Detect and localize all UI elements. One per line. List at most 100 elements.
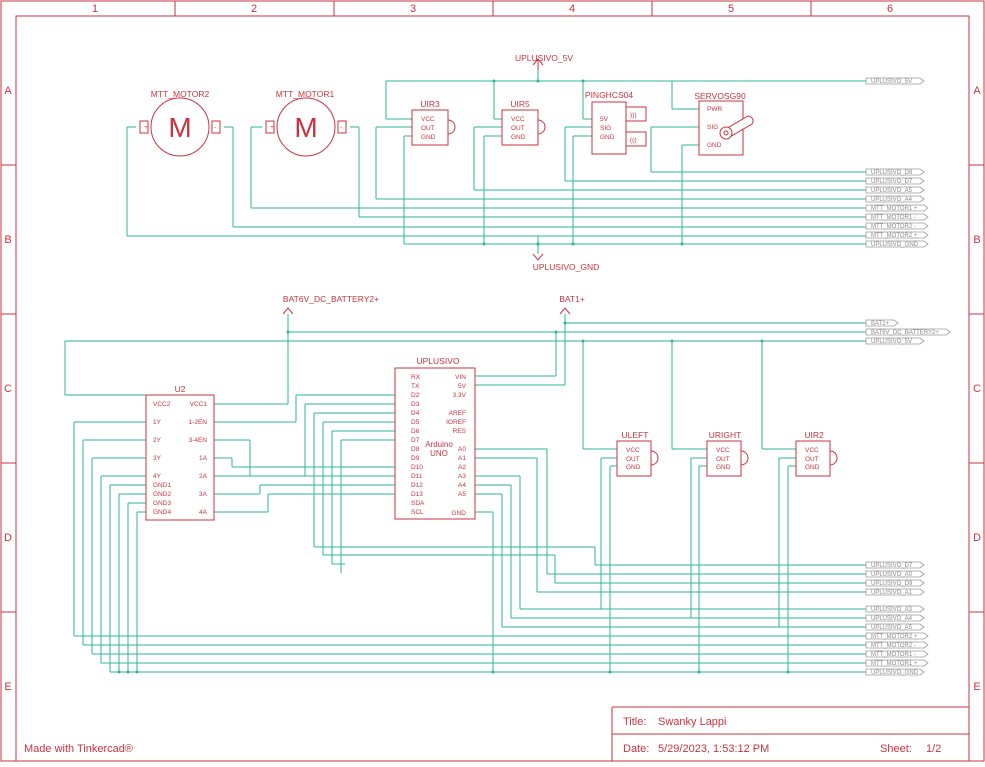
pin-label: VCC1 xyxy=(190,401,208,408)
top-wires xyxy=(126,70,866,254)
pin-label: VCC2 xyxy=(153,401,171,408)
pin-label: GND xyxy=(600,134,615,141)
row-label: B xyxy=(4,234,11,246)
pin-label: OUT xyxy=(626,456,640,463)
uno-pin-label: A3 xyxy=(458,473,466,480)
net-port: UPLUSIVO_A0 xyxy=(865,570,925,578)
net-gnd-top: UPLUSIVO_GND xyxy=(532,253,600,272)
motor-2: MTT_MOTOR2 M + - xyxy=(139,89,221,157)
net-label: UPLUSIVO_GND xyxy=(533,262,600,272)
uno-pin-label: D4 xyxy=(411,410,420,417)
net-port: UPLUSIVO_A3 xyxy=(865,605,925,613)
pin-label: + xyxy=(144,124,148,131)
arduino-uno: UPLUSIVO RXTXD2D3D4D5D6D7D8D9D10D11D12D1… xyxy=(394,356,476,520)
uno-pin-label: A1 xyxy=(458,455,466,462)
part-name: U2 xyxy=(175,384,186,394)
port-label: MTT_MOTOR2 - xyxy=(871,224,916,230)
pin-label: OUT xyxy=(716,456,730,463)
net-port: UPLUSIVO_A4 xyxy=(865,195,925,203)
port-label: MTT_MOTOR2 - xyxy=(871,643,916,649)
uno-pin-label: D10 xyxy=(411,464,423,471)
uno-pin-label: D2 xyxy=(411,392,420,399)
col-label: 1 xyxy=(92,3,98,15)
part-name: UIR3 xyxy=(420,99,440,109)
pin-label: 3Y xyxy=(153,455,162,462)
pin-label: - xyxy=(340,124,342,131)
pin-label: 4Y xyxy=(153,473,162,480)
pin-label: SIG xyxy=(707,124,718,131)
pin-label: GND xyxy=(421,134,436,141)
ports-top: UPLUSIVO_5V UPLUSIVO_D9 UPLUSIVO_D7 UPLU… xyxy=(865,77,929,248)
pin-label: 1A xyxy=(199,455,208,462)
net-port: MTT_MOTOR1 + xyxy=(865,204,929,212)
frame-row-labels: A B C D E A B C D E xyxy=(4,85,981,693)
net-port: UPLUSIVO_D7 xyxy=(865,561,925,569)
port-label: UPLUSIVO_D9 xyxy=(871,581,913,587)
col-label: 2 xyxy=(251,3,257,15)
port-label: UPLUSIVO_A3 xyxy=(871,607,913,613)
uno-pin-label: VIN xyxy=(455,374,466,381)
pin-label: - xyxy=(214,124,216,131)
uno-pin-label: A5 xyxy=(458,491,466,498)
motor-symbol: M xyxy=(294,112,317,143)
net-5v-top: UPLUSIVO_5V xyxy=(515,53,573,70)
part-name: PINGHCS04 xyxy=(585,90,633,100)
net-port: UPLUSIVO_A4 xyxy=(865,614,925,622)
pin-label: 4A xyxy=(199,509,208,516)
made-with-label: Made with Tinkercad® xyxy=(24,743,133,755)
net-port: UPLUSIVO_5V xyxy=(865,77,925,85)
title-label: Title: xyxy=(623,716,646,728)
sheet-label: Sheet: xyxy=(880,743,912,755)
net-label: UPLUSIVO_5V xyxy=(515,53,573,63)
uno-pin-label: D6 xyxy=(411,428,420,435)
frame-column-labels: 1 2 3 4 5 6 xyxy=(92,3,893,15)
motor-1: MTT_MOTOR1 M + - xyxy=(265,89,347,157)
port-label: MTT_MOTOR1 + xyxy=(871,661,918,667)
port-label: UPLUSIVO_A0 xyxy=(871,572,913,578)
net-port: MTT_MOTOR2 - xyxy=(865,641,929,649)
port-label: MTT_MOTOR1 - xyxy=(871,215,916,221)
col-label: 5 xyxy=(728,3,734,15)
pin-label: PWR xyxy=(707,106,722,113)
port-label: BAT6V_DC_BATTERY2+ xyxy=(871,330,939,336)
col-label: 4 xyxy=(569,3,575,15)
pin-label: VCC xyxy=(421,116,435,123)
port-label: MTT_MOTOR2 + xyxy=(871,634,918,640)
net-port: MTT_MOTOR2 + xyxy=(865,231,929,239)
pin-label: VCC xyxy=(511,116,525,123)
uno-pin-label: D12 xyxy=(411,482,423,489)
ir-sensor-uir3: UIR3 VCC OUT GND xyxy=(411,99,456,146)
pin-label: 2A xyxy=(199,473,208,480)
ir-sensor-uleft: ULEFT VCC OUT GND xyxy=(616,430,659,477)
sonar-receiver-icon: ((( xyxy=(630,137,637,144)
pin-label: VCC xyxy=(626,447,640,454)
port-label: MTT_MOTOR1 + xyxy=(871,206,918,212)
pin-label: + xyxy=(270,124,274,131)
net-port: UPLUSIVO_A1 xyxy=(865,588,925,596)
ports-bottom: UPLUSIVO_D7UPLUSIVO_A0UPLUSIVO_D9UPLUSIV… xyxy=(865,561,929,676)
net-port: UPLUSIVO_GND xyxy=(865,668,925,676)
port-label: MTT_MOTOR1 - xyxy=(871,652,916,658)
row-label: D xyxy=(4,532,12,544)
port-label: UPLUSIVO_5V xyxy=(871,79,912,85)
date-value: 5/29/2023, 1:53:12 PM xyxy=(658,743,769,755)
part-name: UPLUSIVO xyxy=(417,356,460,366)
ir-sensor-uir5: UIR5 VCC OUT GND xyxy=(501,99,546,146)
pin-label: 1-2EN xyxy=(189,419,208,426)
net-label: BAT6V_DC_BATTERY2+ xyxy=(283,294,379,304)
title-block: Made with Tinkercad® Title: Swanky Lappi… xyxy=(24,706,969,761)
pin-label: GND xyxy=(626,464,641,471)
uno-pin-label: AREF xyxy=(449,410,466,417)
date-label: Date: xyxy=(623,743,649,755)
net-port: MTT_MOTOR1 + xyxy=(865,659,929,667)
port-label: UPLUSIVO_D7 xyxy=(871,563,913,569)
servo-horn-icon xyxy=(719,115,754,140)
part-name: UIR2 xyxy=(804,430,824,440)
title-value: Swanky Lappi xyxy=(658,716,727,728)
port-label: UPLUSIVO_A4 xyxy=(871,616,913,622)
pin-label: GND3 xyxy=(153,500,171,507)
port-label: UPLUSIVO_GND xyxy=(871,670,919,676)
pin-label: GND xyxy=(716,464,731,471)
